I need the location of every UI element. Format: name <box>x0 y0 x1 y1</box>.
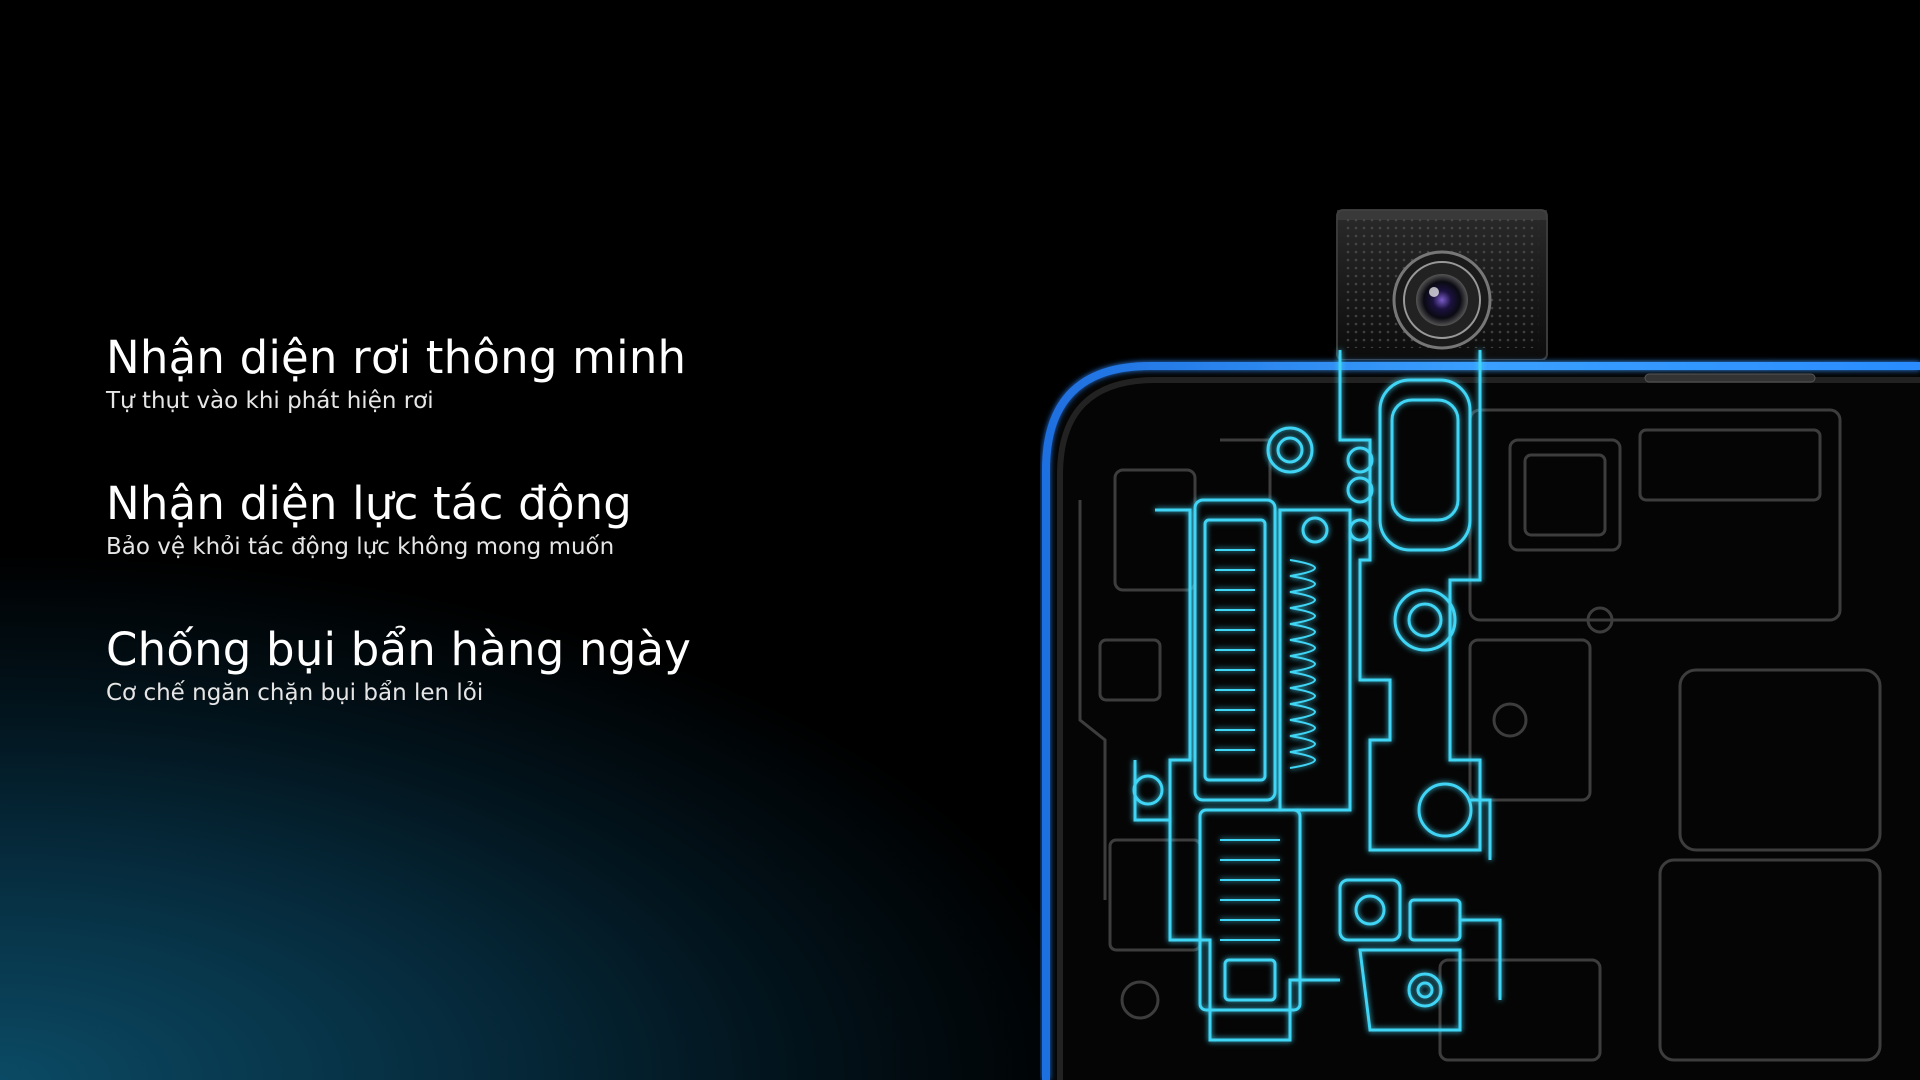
feature-item-dust-protection: Chống bụi bẩn hàng ngày Cơ chế ngăn chặn… <box>106 622 1006 708</box>
feature-description: Tự thụt vào khi phát hiện rơi <box>106 388 434 414</box>
feature-title: Nhận diện rơi thông minh <box>106 331 687 384</box>
phone-xray-illustration <box>1040 200 1920 1080</box>
feature-title: Nhận diện lực tác động <box>106 477 633 530</box>
camera-lens-icon <box>1392 250 1492 350</box>
feature-list: Nhận diện rơi thông minh Tự thụt vào khi… <box>106 330 1006 768</box>
feature-item-force-detection: Nhận diện lực tác động Bảo vệ khỏi tác đ… <box>106 476 1006 562</box>
feature-description: Cơ chế ngăn chặn bụi bẩn len lỏi <box>106 680 484 706</box>
feature-description: Bảo vệ khỏi tác động lực không mong muốn <box>106 534 615 560</box>
pop-up-camera-icon <box>1336 209 1548 361</box>
speaker-grille-icon <box>1644 373 1816 383</box>
feature-title: Chống bụi bẩn hàng ngày <box>106 623 692 676</box>
feature-item-fall-detection: Nhận diện rơi thông minh Tự thụt vào khi… <box>106 330 1006 416</box>
motor-spring-mechanism-icon <box>1132 350 1502 1042</box>
